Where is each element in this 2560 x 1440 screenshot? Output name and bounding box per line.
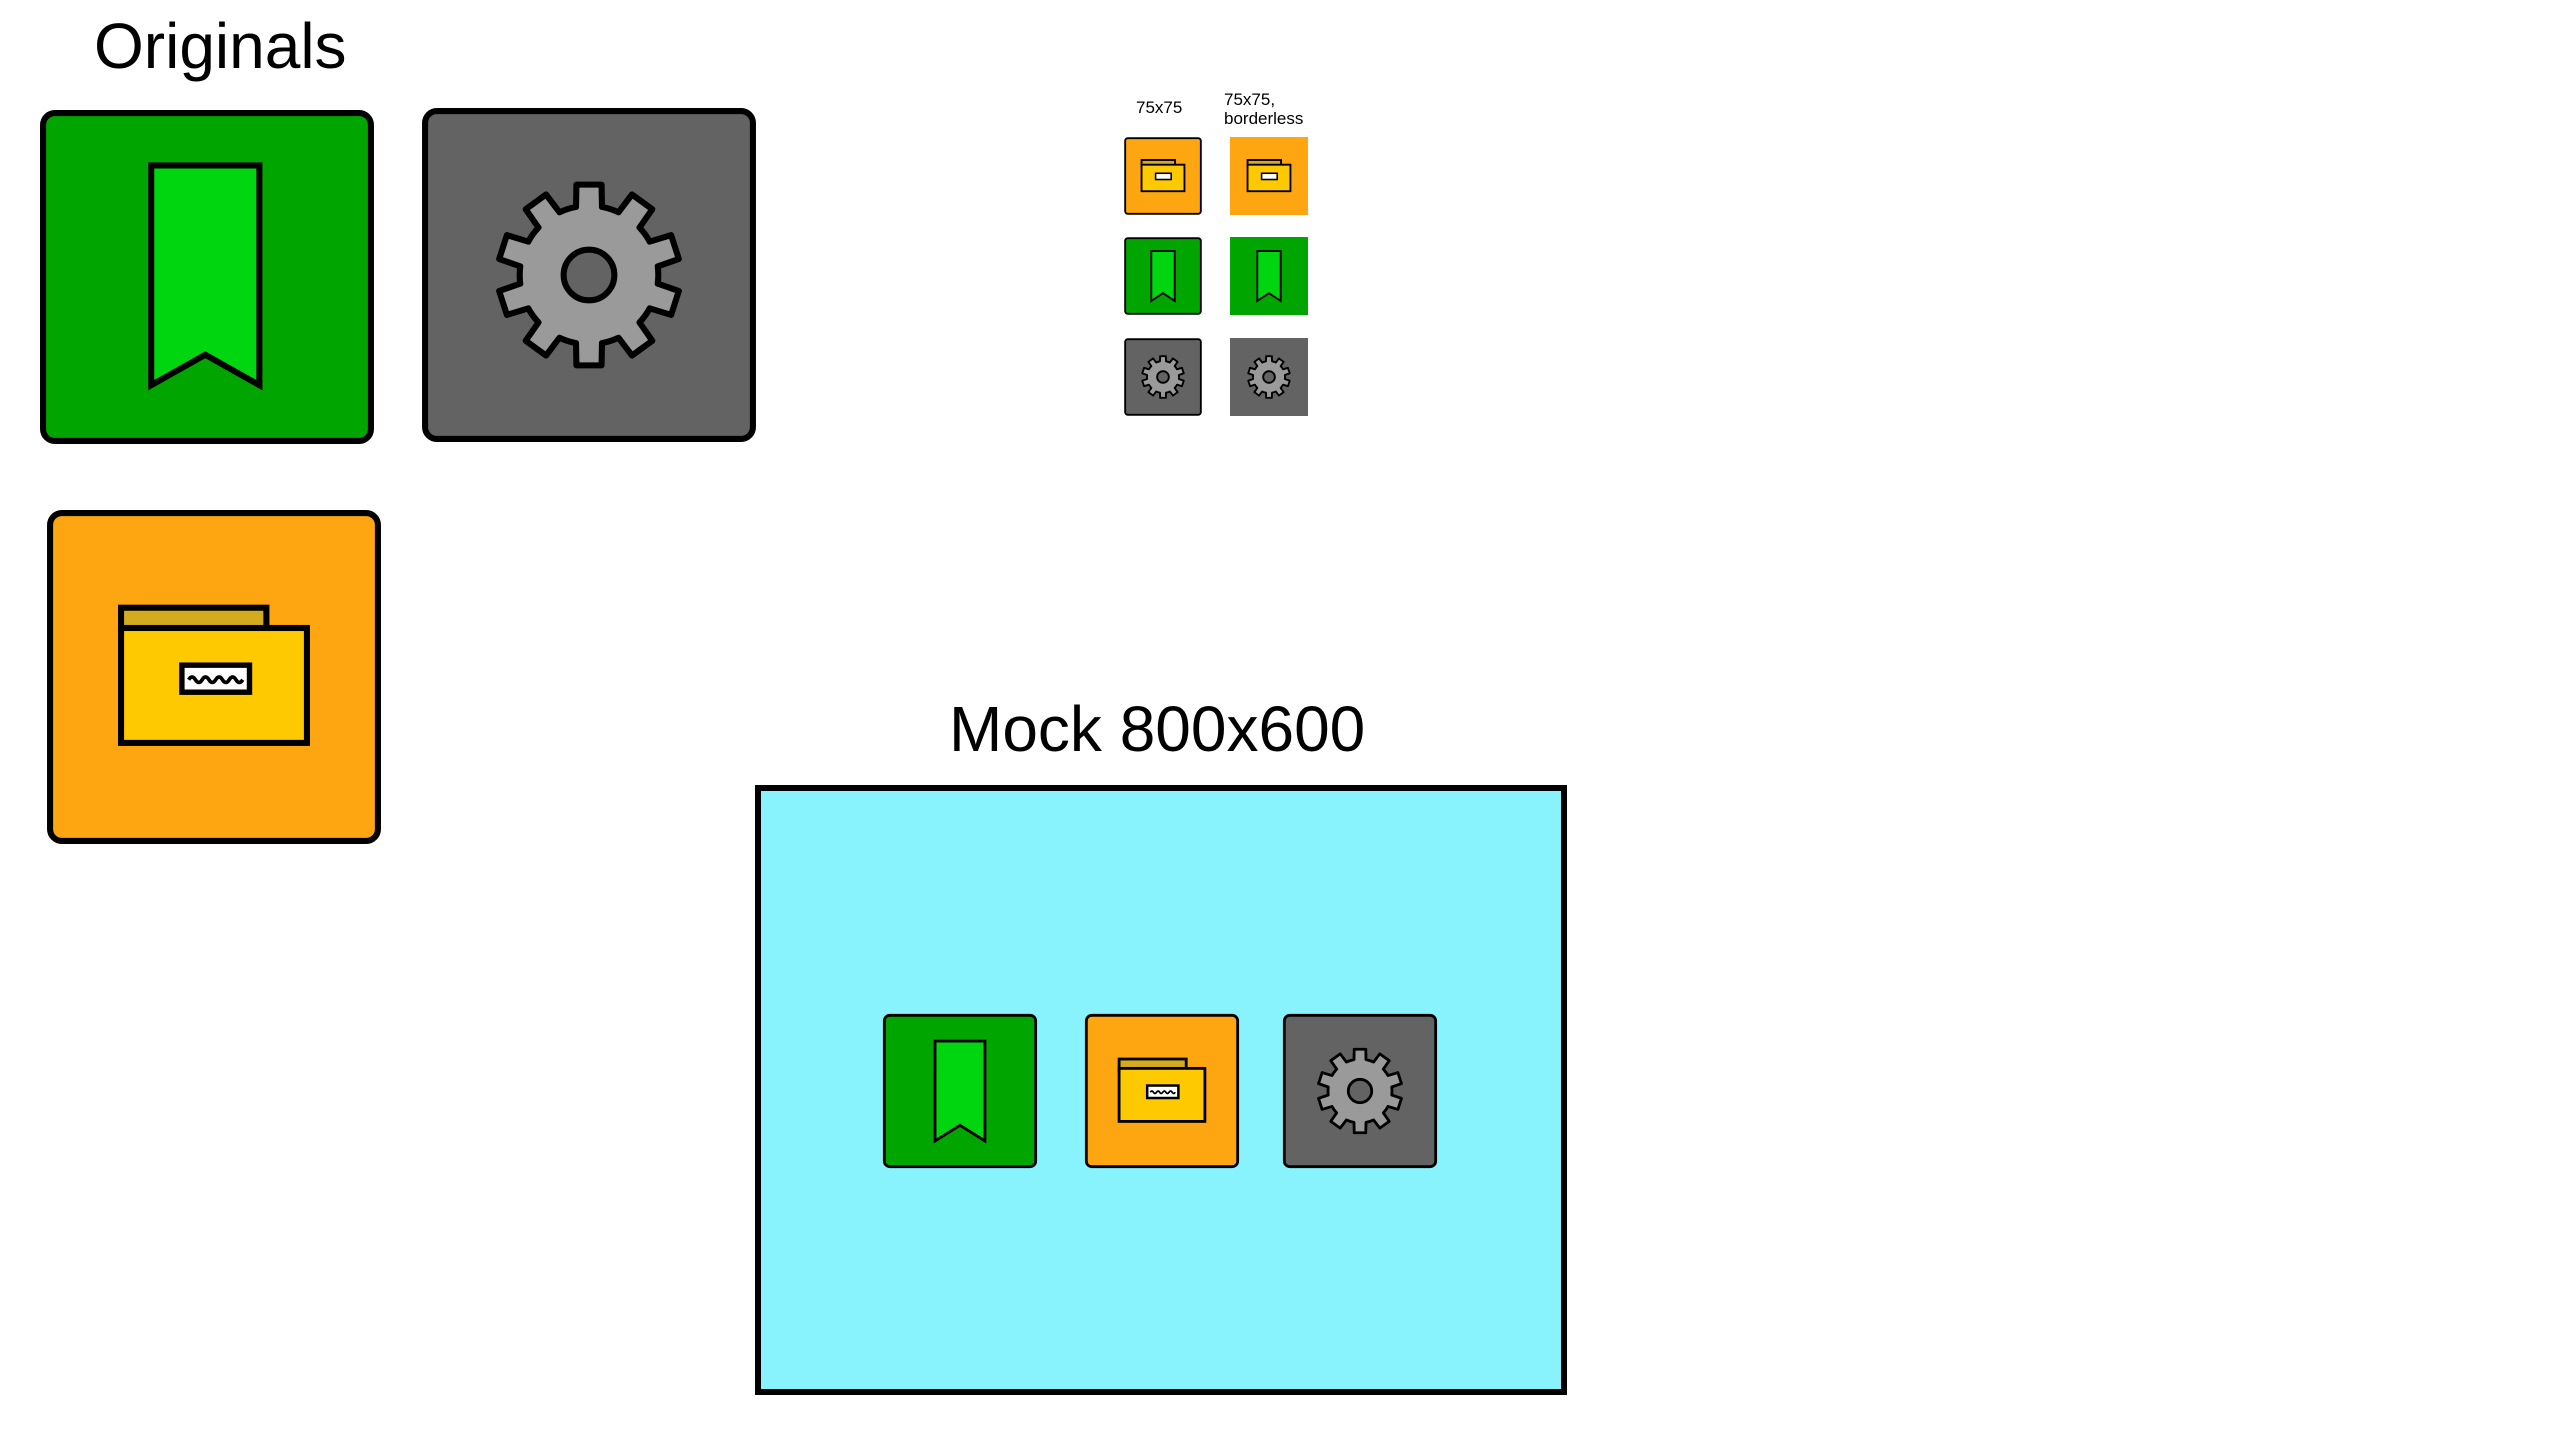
bookmark-icon <box>1230 237 1308 315</box>
mock-title: Mock 800x600 <box>949 693 1366 765</box>
originals-title: Originals <box>94 10 347 82</box>
folder-icon <box>1084 1013 1240 1169</box>
mock-settings-button[interactable] <box>1282 1013 1438 1169</box>
thumb-label-borderless: 75x75, borderless <box>1224 90 1304 128</box>
gear-icon <box>422 108 756 442</box>
mock-bookmark-button[interactable] <box>882 1013 1038 1169</box>
archive-thumb-borderless <box>1230 137 1308 215</box>
archive-tile-large <box>45 508 383 846</box>
mock-archive-button[interactable] <box>1084 1013 1240 1169</box>
folder-icon <box>1230 137 1308 215</box>
settings-thumb-bordered <box>1124 338 1202 416</box>
thumb-label-bordered: 75x75 <box>1136 98 1183 117</box>
bookmark-tile-large <box>38 108 376 446</box>
gear-icon <box>1124 338 1202 416</box>
bookmark-icon <box>1124 237 1202 315</box>
folder-icon <box>1124 137 1202 215</box>
settings-tile-large <box>420 106 758 444</box>
bookmark-icon <box>40 110 374 444</box>
settings-thumb-borderless <box>1230 338 1308 416</box>
bookmark-thumb-bordered <box>1124 237 1202 315</box>
bookmark-thumb-borderless <box>1230 237 1308 315</box>
gear-icon <box>1282 1013 1438 1169</box>
gear-icon <box>1230 338 1308 416</box>
bookmark-icon <box>882 1013 1038 1169</box>
folder-icon <box>47 510 381 844</box>
archive-thumb-bordered <box>1124 137 1202 215</box>
